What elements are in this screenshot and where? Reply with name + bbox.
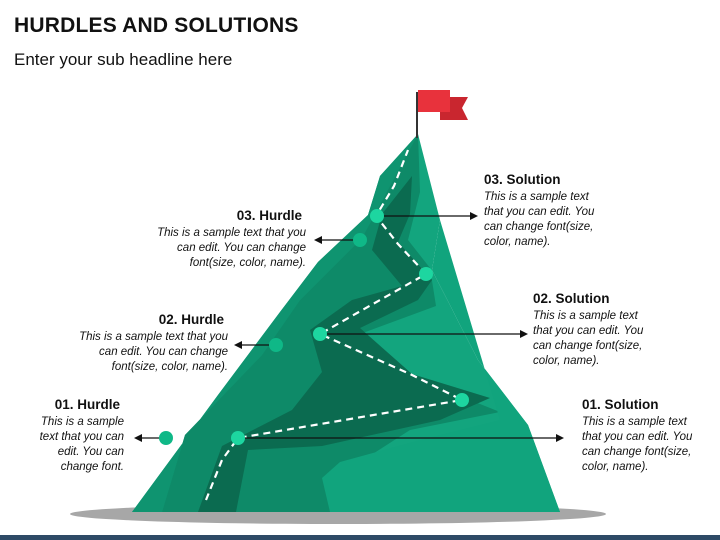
waypoint-node <box>419 267 433 281</box>
hurdle-1-arrowhead <box>134 434 142 442</box>
solution-2-arrowhead <box>520 330 528 338</box>
hurdle-3-block: 03. Hurdle This is a sample text that yo… <box>120 208 306 271</box>
mountain-right-face <box>322 220 560 512</box>
hurdle-1-node <box>159 431 173 445</box>
hurdle-2-title: 02. Hurdle <box>158 312 224 327</box>
solution-3-arrowhead <box>470 212 478 220</box>
solution-1-block: 01. Solution This is a sample text that … <box>582 397 718 475</box>
trail-band <box>198 176 490 512</box>
hurdle-3-line: can edit. You can change <box>177 242 306 254</box>
hurdle-1-line: change font. <box>60 461 124 473</box>
hurdle-3-line: This is a sample text that you <box>157 227 306 239</box>
solution-3-line: color, name). <box>484 236 551 248</box>
hurdle-2-line: can edit. You can change <box>99 346 228 358</box>
hurdle-1-line: This is a sample <box>40 416 124 428</box>
page-subtitle: Enter your sub headline here <box>14 50 233 69</box>
solution-3-line: can change font(size, <box>484 221 594 233</box>
solution-3-title: 03. Solution <box>484 172 561 187</box>
hurdle-3-line: font(size, color, name). <box>189 257 306 269</box>
hurdle-3-arrowhead <box>314 236 322 244</box>
solution-2-title: 02. Solution <box>533 291 610 306</box>
flag-icon <box>418 90 450 112</box>
hurdle-2-arrowhead <box>234 341 242 349</box>
solution-3-line: This is a sample text <box>484 191 589 203</box>
hurdle-3-node <box>353 233 367 247</box>
hurdle-3-title: 03. Hurdle <box>236 208 302 223</box>
solution-1-arrowhead <box>556 434 564 442</box>
solution-1-line: that you can edit. You <box>582 431 693 443</box>
solution-1-line: color, name). <box>582 461 649 473</box>
hurdle-2-line: This is a sample text that you <box>79 331 228 343</box>
hurdle-2-line: font(size, color, name). <box>111 361 228 373</box>
solution-2-line: This is a sample text <box>533 310 638 322</box>
solution-2-line: that you can edit. You <box>533 325 644 337</box>
trail-path <box>204 149 466 501</box>
page-title: HURDLES AND SOLUTIONS <box>14 14 299 37</box>
solution-2-node <box>313 327 327 341</box>
hurdle-1-line: edit. You can <box>57 446 124 458</box>
waypoint-node <box>455 393 469 407</box>
bottom-bar <box>0 535 720 540</box>
solution-1-node <box>231 431 245 445</box>
solution-3-line: that you can edit. You <box>484 206 595 218</box>
solution-2-line: can change font(size, <box>533 340 643 352</box>
solution-2-block: 02. Solution This is a sample text that … <box>533 291 683 369</box>
solution-1-line: This is a sample text <box>582 416 687 428</box>
hurdle-1-title: 01. Hurdle <box>54 397 120 412</box>
solution-3-node <box>370 209 384 223</box>
solution-2-line: color, name). <box>533 355 600 367</box>
solution-1-line: can change font(size, <box>582 446 692 458</box>
hurdle-2-node <box>269 338 283 352</box>
solution-1-title: 01. Solution <box>582 397 659 412</box>
mountain-left-shade <box>132 134 418 512</box>
hurdle-1-line: text that you can <box>39 431 124 443</box>
hurdle-2-block: 02. Hurdle This is a sample text that yo… <box>40 312 228 375</box>
solution-3-block: 03. Solution This is a sample text that … <box>484 172 634 250</box>
hurdle-1-block: 01. Hurdle This is a sample text that yo… <box>10 397 124 475</box>
